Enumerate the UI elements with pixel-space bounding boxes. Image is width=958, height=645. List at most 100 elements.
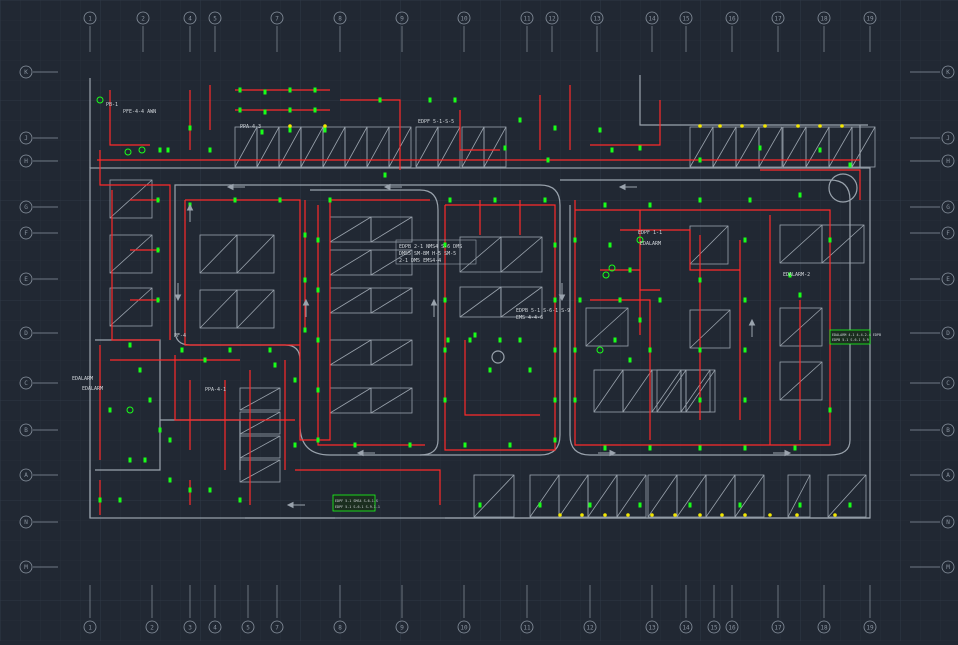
south-wall	[89, 470, 870, 519]
device-symbol	[156, 197, 160, 203]
device-symbol	[648, 347, 652, 353]
stall-diagonal	[821, 224, 865, 264]
device-symbol	[553, 297, 557, 303]
device-symbol	[798, 192, 802, 198]
detector-symbol	[124, 148, 132, 156]
lamp-symbol	[673, 513, 677, 517]
parking-stall	[585, 307, 629, 347]
device-symbol	[238, 497, 242, 503]
pipe-label: PF-4	[174, 333, 186, 339]
axis-label-bottom: 4	[213, 625, 217, 632]
device-symbol	[143, 457, 147, 463]
axis-label-top: 14	[648, 16, 656, 23]
stall-diagonal	[647, 474, 678, 518]
pipe-segment	[539, 85, 571, 150]
detector-symbol	[96, 96, 104, 104]
device-symbol	[188, 487, 192, 493]
stall-diagonal	[239, 435, 281, 459]
axis-bubble-left	[19, 468, 33, 482]
pipe-segment	[590, 100, 661, 146]
parking-stall	[236, 234, 275, 274]
axis-bubble-bottom	[241, 620, 255, 634]
device-symbol	[288, 87, 292, 93]
stall-diagonal	[329, 249, 372, 276]
axis-bubble-bottom	[270, 620, 284, 634]
parking-stall	[500, 236, 543, 273]
axis-bubble-top	[817, 11, 831, 25]
axis-bubble-left	[19, 326, 33, 340]
lamp-symbol	[840, 124, 844, 128]
lamps-layer	[288, 124, 844, 517]
parking-stall	[851, 126, 876, 168]
axis-label-left: J	[24, 135, 28, 142]
pipe-segment	[109, 90, 150, 146]
ramp-loop-mid	[310, 189, 439, 456]
top-tag-3: EDPF 1-1	[638, 230, 662, 236]
axis-label-right: C	[946, 380, 950, 387]
axis-bubble-left	[19, 226, 33, 240]
device-symbol	[288, 107, 292, 113]
device-symbol	[268, 347, 272, 353]
pipe-segment	[769, 215, 801, 445]
device-symbol	[793, 445, 797, 451]
axis-label-right: F	[946, 230, 950, 237]
axis-bubble-right	[941, 423, 955, 437]
lamp-symbol	[650, 513, 654, 517]
device-symbol	[316, 337, 320, 343]
device-symbol	[648, 202, 652, 208]
detector-symbol	[636, 236, 644, 244]
device-symbol	[473, 332, 477, 338]
pipe-segment	[444, 204, 556, 451]
axis-bubble-right	[941, 226, 955, 240]
axis-label-bottom: 13	[648, 625, 656, 632]
axis-bubble-bottom	[863, 620, 877, 634]
axis-bubble-top	[83, 11, 97, 25]
top-tag-1: EDPF 5-1-S-5	[418, 119, 454, 125]
device-symbol	[573, 237, 577, 243]
stall-diagonal	[558, 474, 589, 518]
device-symbol	[818, 147, 822, 153]
axis-label-left: H	[24, 158, 28, 165]
axis-label-top: 2	[141, 16, 145, 23]
pipe-segment	[620, 229, 740, 271]
axis-bubble-top	[590, 11, 604, 25]
device-symbol	[798, 292, 802, 298]
axis-bubble-right	[941, 468, 955, 482]
device-symbol	[108, 407, 112, 413]
axis-label-left: B	[24, 427, 28, 434]
axis-bubble-left	[19, 154, 33, 168]
device-symbol	[168, 437, 172, 443]
pipe-segment	[189, 380, 226, 470]
device-symbol	[698, 277, 702, 283]
device-symbol	[618, 297, 622, 303]
device-symbol	[148, 397, 152, 403]
axis-bubble-top	[520, 11, 534, 25]
axis-bubble-bottom	[333, 620, 347, 634]
axis-label-left: G	[24, 204, 28, 211]
device-symbol	[313, 107, 317, 113]
device-symbol	[498, 337, 502, 343]
axis-bubble-right	[941, 326, 955, 340]
axis-bubble-right	[941, 272, 955, 286]
axis-label-bottom: 12	[586, 625, 594, 632]
device-symbol	[238, 107, 242, 113]
axis-label-top: 9	[400, 16, 404, 23]
pipe-segment	[111, 190, 160, 341]
axis-label-bottom: 10	[460, 625, 468, 632]
device-symbol	[758, 145, 762, 151]
device-symbol	[188, 125, 192, 131]
device-symbol	[610, 147, 614, 153]
axis-bubble-left	[19, 560, 33, 574]
axis-bubble-bottom	[145, 620, 159, 634]
axis-bubble-bottom	[725, 620, 739, 634]
axis-label-left: C	[24, 380, 28, 387]
parking-stall	[239, 411, 281, 435]
device-symbol	[628, 267, 632, 273]
center-note-line3: 2-1 DM5 EMS4-4	[399, 258, 441, 264]
traffic-arrows-layer	[174, 183, 792, 509]
lamp-symbol	[720, 513, 724, 517]
axis-bubble-top	[545, 11, 559, 25]
stall-diagonal	[239, 411, 281, 435]
